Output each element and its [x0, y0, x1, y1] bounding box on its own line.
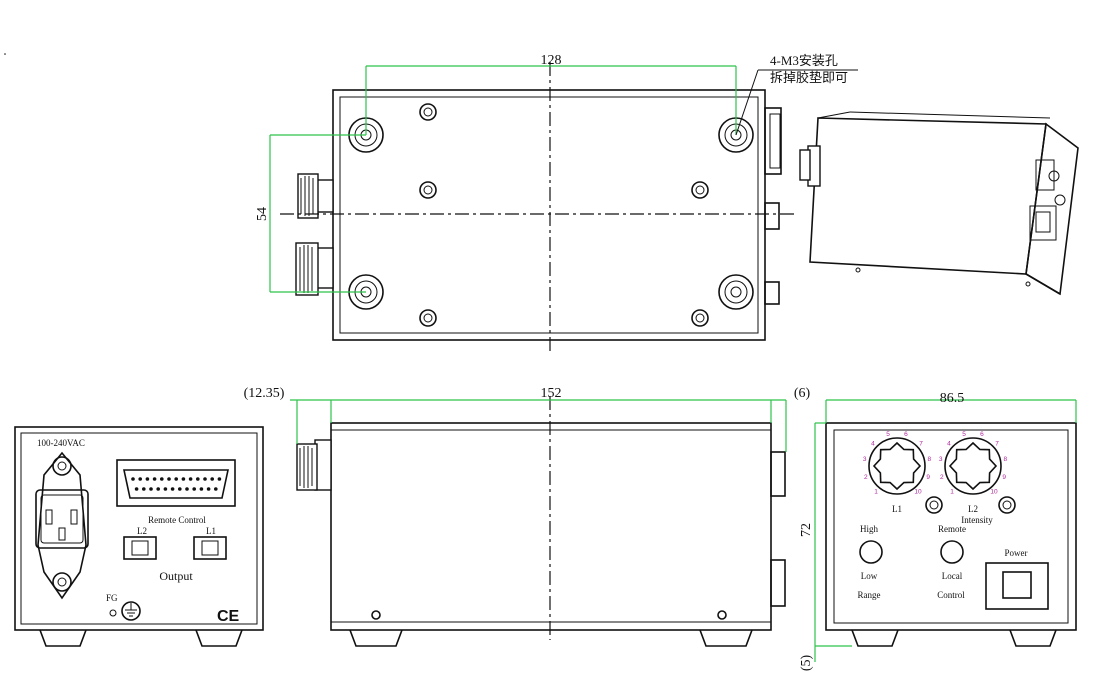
control-label: Control	[937, 590, 965, 600]
dial-mark: 7	[995, 440, 999, 447]
rear-voltage-label: 100-240VAC	[37, 438, 85, 448]
connector-pin	[206, 487, 211, 491]
dial-mark: 4	[871, 440, 875, 447]
dim-width-top: 128	[541, 53, 562, 68]
top-knob-upper	[297, 173, 334, 219]
connector-pin	[156, 487, 160, 491]
connector-pin	[160, 477, 164, 481]
dim-offset-left: (12.35)	[244, 386, 285, 401]
fg-label: FG	[106, 593, 118, 603]
dial-mark: 3	[863, 456, 867, 463]
dial-mark: 5	[886, 431, 890, 438]
output-conn-l1-label: L1	[206, 526, 216, 536]
connector-pin	[167, 477, 171, 481]
connector-pin	[174, 477, 178, 481]
range-label: Range	[858, 590, 881, 600]
top-view-body	[332, 89, 766, 341]
connector-pin	[178, 487, 182, 491]
remote-control-connector	[116, 459, 236, 507]
mount-note-line2: 拆掉胶垫即可	[770, 70, 848, 85]
connector-pin	[170, 487, 175, 491]
dim-height-top: 54	[255, 207, 270, 221]
dial-mark: 9	[926, 474, 930, 481]
range-switch[interactable]	[859, 540, 883, 564]
top-knob-lower	[295, 242, 334, 296]
connector-pin	[142, 487, 146, 491]
connector-pin	[152, 477, 157, 481]
dim-height-front: 72	[799, 523, 814, 537]
dim-offset-right: (6)	[794, 386, 811, 401]
dial-mark: 1	[950, 488, 954, 495]
connector-pin	[188, 477, 193, 481]
range-low-label: Low	[861, 571, 878, 581]
dial-mark: 2	[864, 474, 868, 481]
control-local-label: Local	[942, 571, 963, 581]
side-knob	[296, 439, 332, 491]
dim-width-front: 86.5	[940, 391, 965, 406]
dial-mark: 7	[919, 440, 923, 447]
connector-pin	[210, 477, 214, 481]
rear-view: 100-240VAC Remote Control L2 L1	[14, 426, 264, 647]
dial-mark: 3	[939, 456, 943, 463]
dial-mark: 8	[927, 456, 931, 463]
control-switch[interactable]	[940, 540, 964, 564]
dial-mark: 10	[914, 488, 922, 495]
remote-control-label: Remote Control	[148, 515, 206, 525]
range-high-label: High	[860, 524, 879, 534]
power-inlet	[35, 451, 89, 600]
front-view-body	[825, 422, 1077, 631]
top-view: 128 54 4-M3安装孔 拆掉胶垫即可	[255, 53, 858, 352]
connector-pin	[214, 487, 218, 491]
dim-foot-height: (5)	[799, 655, 814, 672]
ce-mark: CE	[217, 608, 240, 625]
isometric-view	[799, 111, 1079, 296]
output-label: Output	[159, 569, 193, 583]
side-view-body	[330, 422, 772, 631]
connector-pin	[185, 487, 189, 491]
dial-mark: 5	[962, 431, 966, 438]
dial-mark: 4	[947, 440, 951, 447]
knob-l1-label: L1	[892, 504, 902, 514]
dial-mark: 8	[1003, 456, 1007, 463]
connector-pin	[192, 487, 196, 491]
knob-l2-label: L2	[968, 504, 978, 514]
connector-pin	[203, 477, 207, 481]
connector-pin	[163, 487, 168, 491]
connector-pin	[138, 477, 142, 481]
dial-mark: 9	[1002, 474, 1006, 481]
output-conn-l2-label: L2	[137, 526, 147, 536]
intensity-knob-l2[interactable]	[944, 437, 1002, 495]
output-connector-l2	[123, 536, 157, 560]
connector-pin	[196, 477, 200, 481]
connector-pin	[145, 477, 150, 481]
ground-icon	[121, 601, 141, 621]
output-connector-l1	[193, 536, 227, 560]
connector-pin	[181, 477, 186, 481]
control-remote-label: Remote	[938, 524, 966, 534]
power-switch[interactable]	[985, 562, 1049, 610]
connector-pin	[131, 477, 135, 481]
dial-mark: 10	[990, 488, 998, 495]
mount-note-line1: 4-M3安装孔	[770, 53, 838, 68]
connector-pin	[199, 487, 204, 491]
connector-pin	[134, 487, 139, 491]
connector-pin	[149, 487, 153, 491]
rear-view-body	[14, 426, 264, 631]
mount-hole	[718, 274, 754, 310]
dim-length-side: 152	[541, 386, 562, 401]
dial-mark: 6	[980, 431, 984, 438]
dial-mark: 2	[940, 474, 944, 481]
side-view: 152 (12.35) (6)	[244, 386, 811, 647]
intensity-label: Intensity	[961, 515, 993, 525]
dial-mark: 1	[874, 488, 878, 495]
connector-pin	[217, 477, 222, 481]
intensity-knob-l1[interactable]	[868, 437, 926, 495]
power-label: Power	[1005, 548, 1028, 558]
dial-mark: 6	[904, 431, 908, 438]
